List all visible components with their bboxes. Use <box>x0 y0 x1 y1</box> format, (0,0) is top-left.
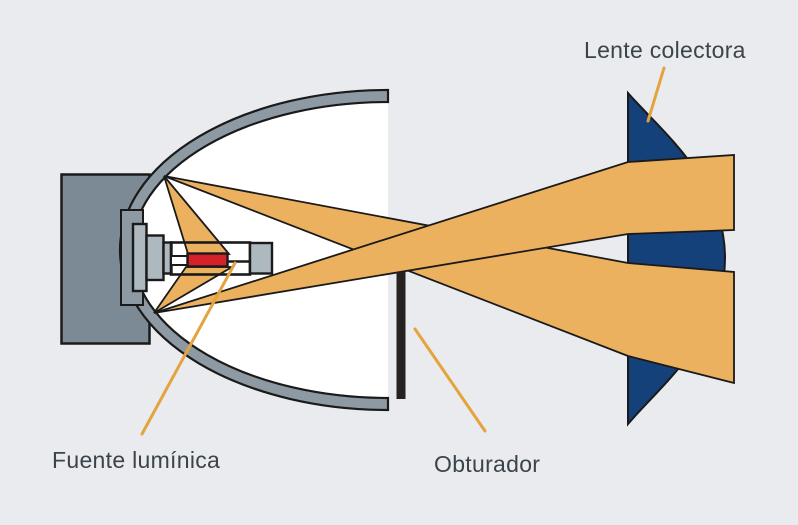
beam-upper <box>163 175 735 385</box>
leader-line-shutter <box>413 327 487 433</box>
reflector <box>118 88 390 412</box>
lamp-socket-block <box>145 234 165 282</box>
beam-lower <box>153 154 735 314</box>
label-collector-lens: Lente colectora <box>584 37 746 63</box>
lamp-filament <box>186 252 229 268</box>
lamp-socket-plate <box>131 222 148 293</box>
leader-line-lens <box>646 66 666 123</box>
leader-line-source <box>140 261 237 436</box>
shutter-bar <box>396 272 406 399</box>
label-light-source: Fuente lumínica <box>52 447 221 473</box>
lamp-support-right <box>248 241 274 275</box>
lamp-connector-left <box>170 255 189 266</box>
label-shutter: Obturador <box>434 451 541 477</box>
